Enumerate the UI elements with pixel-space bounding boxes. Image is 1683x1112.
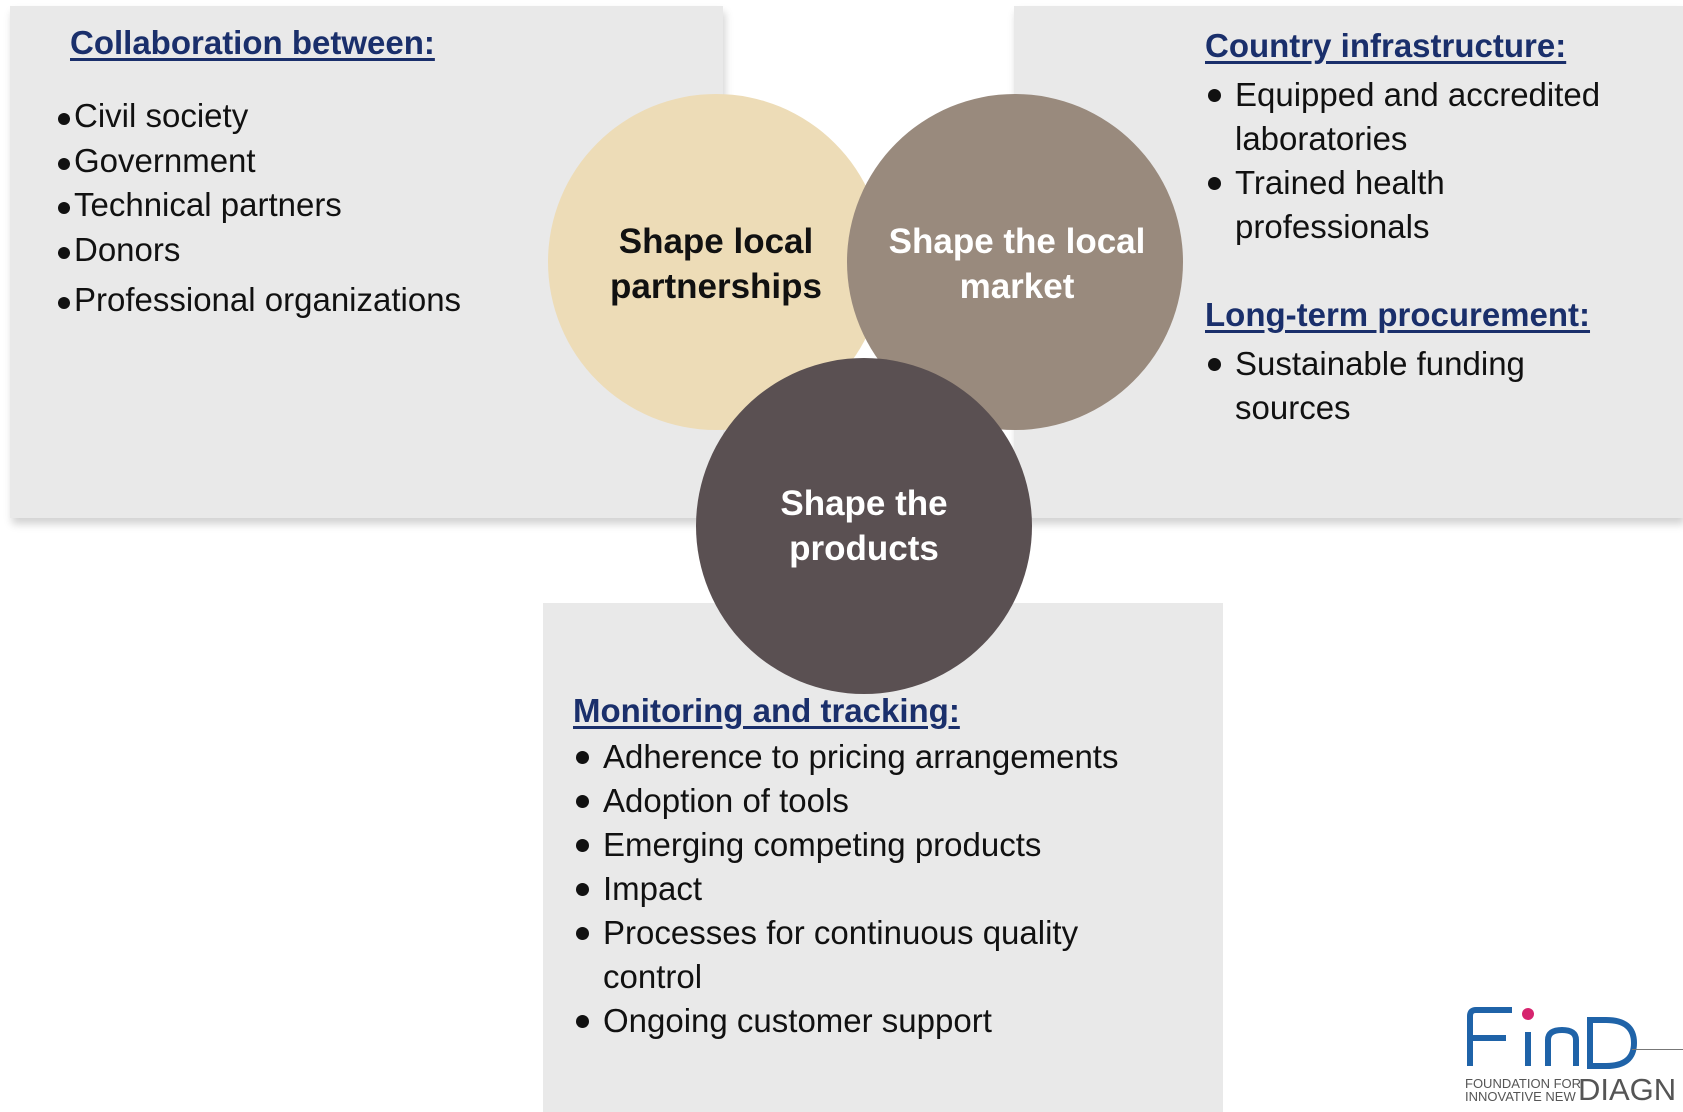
- circle-label: Shape the local market: [888, 222, 1146, 306]
- list-item: Adherence to pricing arrangements: [572, 735, 1163, 779]
- list-item: Technical partners: [56, 185, 461, 230]
- list-item: Processes for continuous quality control: [572, 911, 1163, 999]
- list-item: Government: [56, 141, 461, 186]
- list-item: Emerging competing products: [572, 823, 1163, 867]
- infrastructure-heading: Country infrastructure:: [1205, 27, 1567, 64]
- find-logo: FOUNDATION FOR INNOVATIVE NEW DIAGN: [1462, 996, 1683, 1112]
- list-item: Sustainable funding sources: [1204, 342, 1610, 430]
- list-item: Equipped and accredited laboratories: [1204, 73, 1610, 161]
- find-wordmark-icon: [1467, 1007, 1638, 1069]
- list-item: Donors: [56, 230, 461, 275]
- monitoring-list: Adherence to pricing arrangements Adopti…: [572, 735, 1163, 1043]
- logo-diagnostics-text: DIAGN: [1578, 1072, 1677, 1107]
- circle-label: Shape local partnerships: [610, 222, 822, 306]
- list-item: Ongoing customer support: [572, 999, 1163, 1043]
- monitoring-heading: Monitoring and tracking:: [573, 692, 960, 729]
- procurement-heading: Long-term procurement:: [1205, 296, 1591, 333]
- circle-label: Shape the products: [780, 484, 948, 568]
- logo-divider: [1632, 1049, 1683, 1050]
- logo-subtitle: FOUNDATION FOR INNOVATIVE NEW: [1465, 1076, 1582, 1104]
- infrastructure-list: Equipped and accredited laboratories Tra…: [1204, 73, 1610, 249]
- list-item: Trained health professionals: [1204, 161, 1610, 249]
- list-item: Adoption of tools: [572, 779, 1163, 823]
- collaboration-heading: Collaboration between:: [70, 24, 435, 61]
- list-item: Civil society: [56, 96, 461, 141]
- procurement-list: Sustainable funding sources: [1204, 342, 1610, 430]
- shape-products-circle: Shape the products: [696, 358, 1032, 694]
- list-item: Impact: [572, 867, 1163, 911]
- collaboration-list: Civil society Government Technical partn…: [56, 96, 461, 325]
- list-item: Professional organizations: [56, 280, 461, 325]
